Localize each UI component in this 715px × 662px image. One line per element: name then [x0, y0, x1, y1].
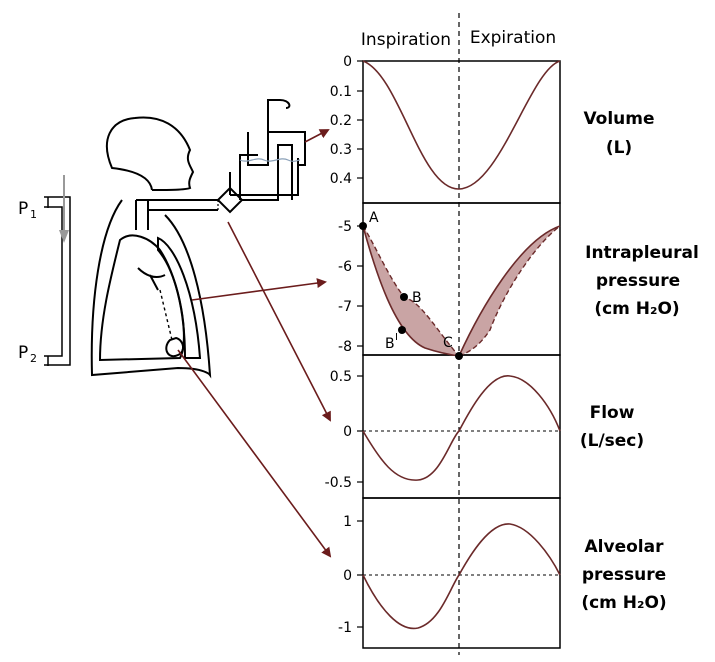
bronchus: [137, 267, 166, 291]
trachea: [135, 199, 218, 230]
left-lung: [157, 236, 202, 359]
intrapleural-label: Intrapleural pressure (cm H₂O): [585, 243, 699, 319]
intrapleural-solid-inspiration: [362, 225, 460, 357]
svg-text:-8: -8: [338, 339, 352, 355]
svg-text:0.1: 0.1: [330, 84, 352, 100]
right-lung: [98, 234, 185, 362]
svg-text:(cm H₂O): (cm H₂O): [594, 299, 679, 319]
alveolus: [165, 336, 184, 358]
arrow-to-volume: [304, 129, 330, 143]
point-c: [455, 352, 463, 360]
svg-text:(L/sec): (L/sec): [580, 431, 644, 451]
p1-label: P 1: [18, 199, 37, 221]
arrow-to-intrapleural: [191, 278, 327, 301]
inspiration-header: Inspiration: [361, 30, 451, 50]
svg-text:-0.5: -0.5: [325, 475, 352, 491]
point-a: [359, 222, 367, 230]
svg-text:0.5: 0.5: [330, 369, 352, 385]
arrow-to-alveolar: [177, 349, 332, 558]
volume-panel: [362, 60, 561, 204]
point-a-label: A: [369, 210, 379, 226]
gradient-arrow: [59, 175, 69, 243]
svg-text:1: 1: [30, 208, 37, 221]
svg-text:(cm H₂O): (cm H₂O): [581, 593, 666, 613]
svg-text:0.3: 0.3: [330, 142, 352, 158]
svg-text:(L): (L): [606, 138, 632, 158]
svg-text:Intrapleural: Intrapleural: [585, 243, 699, 263]
intrapleural-dashed-expiration: [458, 225, 561, 357]
svg-text:pressure: pressure: [596, 271, 680, 291]
point-b-prime-label: B: [385, 336, 395, 352]
arrow-to-flow: [227, 221, 331, 422]
volume-ticks: 0 0.1 0.2 0.3 0.4: [330, 54, 352, 187]
intrapleural-solid-expiration: [458, 225, 561, 357]
volume-label: Volume (L): [583, 109, 654, 158]
point-b-prime-superscript: I: [395, 332, 398, 343]
svg-text:pressure: pressure: [582, 565, 666, 585]
pressure-bracket: [44, 196, 71, 366]
head-outline: [106, 116, 195, 191]
svg-text:2: 2: [30, 352, 37, 365]
svg-text:Volume: Volume: [583, 109, 654, 129]
svg-text:Alveolar: Alveolar: [585, 537, 665, 557]
svg-text:0: 0: [343, 424, 352, 440]
p2-label: P 2: [18, 343, 37, 365]
svg-text:0.4: 0.4: [330, 171, 352, 187]
expiration-header: Expiration: [470, 28, 556, 48]
point-b: [400, 293, 408, 301]
alveolar-panel: [362, 497, 561, 649]
flow-label: Flow (L/sec): [580, 403, 644, 451]
alveolar-ticks: 1 0 -1: [338, 514, 352, 636]
alveolar-label: Alveolar pressure (cm H₂O): [581, 537, 666, 613]
svg-text:-6: -6: [338, 259, 352, 275]
point-c-label: C: [443, 335, 453, 351]
volume-curve: [362, 60, 561, 190]
connector-arrows: [177, 129, 332, 558]
svg-text:P: P: [18, 343, 28, 363]
point-b-prime: [398, 326, 406, 334]
alveolar-curve: [362, 523, 561, 630]
human-figure: [90, 116, 218, 379]
svg-text:-1: -1: [338, 620, 352, 636]
svg-text:Flow: Flow: [590, 403, 635, 423]
svg-text:0: 0: [343, 568, 352, 584]
svg-text:P: P: [18, 199, 28, 219]
torso-outline: [90, 199, 212, 379]
svg-text:-7: -7: [338, 299, 352, 315]
svg-text:1: 1: [343, 514, 352, 530]
intrapleural-ticks: -5 -6 -7 -8: [338, 219, 352, 355]
tick-marks: [357, 60, 363, 628]
point-b-label: B: [412, 290, 422, 306]
svg-text:0: 0: [343, 54, 352, 70]
water-line: [239, 158, 301, 162]
svg-text:-5: -5: [338, 219, 352, 235]
flow-ticks: 0.5 0 -0.5: [325, 369, 352, 491]
flow-curve: [362, 375, 561, 481]
svg-text:0.2: 0.2: [330, 113, 352, 129]
spirometer: [216, 99, 306, 214]
intrapleural-expiration-area: [459, 226, 560, 356]
intrapleural-inspiration-area: [363, 226, 459, 356]
